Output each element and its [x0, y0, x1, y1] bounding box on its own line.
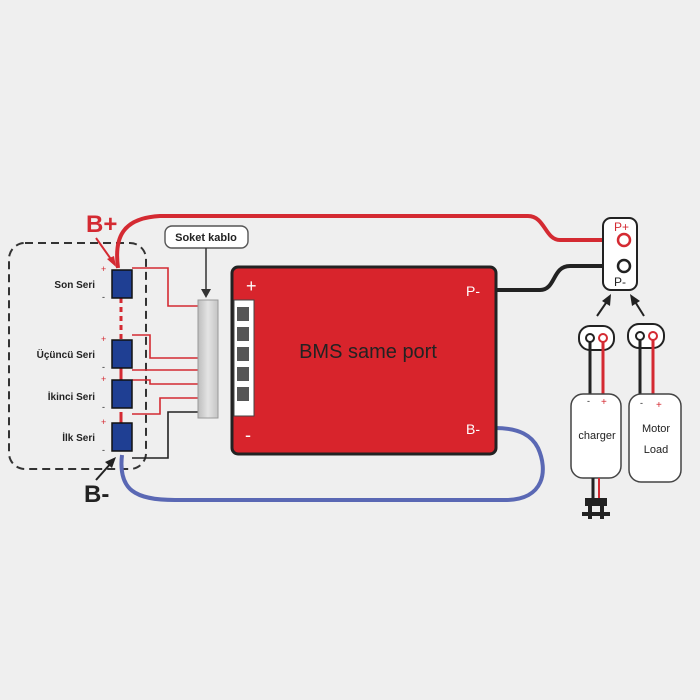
b-plus-label: B+ — [86, 211, 117, 238]
cell-minus: - — [102, 445, 105, 455]
cell-label: Son Seri — [54, 280, 95, 291]
battery-cell: + -Üçüncü Seri — [37, 334, 133, 372]
cell-label: Üçüncü Seri — [37, 348, 96, 361]
motor-port-arrowhead — [630, 294, 640, 306]
socket-connector — [197, 299, 219, 419]
charger-plug — [578, 325, 615, 351]
charger-label: charger — [578, 430, 616, 442]
port-p-minus-terminal — [616, 258, 632, 274]
port-p-plus-label: P+ — [614, 220, 629, 234]
port-p-minus-label: P- — [614, 275, 626, 289]
bms-balance-connector — [233, 299, 255, 417]
charger: - + charger — [570, 325, 622, 519]
bms-plus: + — [246, 276, 257, 296]
cell-body — [111, 422, 133, 452]
socket-arrowhead — [201, 289, 211, 298]
motor-label-line1: Motor — [642, 423, 670, 435]
motor-load: - + Motor Load — [627, 323, 682, 483]
cell-body — [111, 269, 133, 299]
p-minus-wire — [496, 264, 616, 292]
charger-port-arrowhead — [602, 294, 611, 306]
battery-cell: + -İkinci Seri — [48, 374, 133, 412]
charger-body — [570, 393, 622, 479]
bms-title: BMS same port — [299, 341, 437, 363]
motor-plug — [627, 323, 665, 349]
cell-plus: + — [101, 334, 106, 344]
motor-body — [628, 393, 682, 483]
socket-label: Soket kablo — [175, 232, 237, 244]
cell-minus: - — [102, 292, 105, 302]
cell-plus: + — [101, 417, 106, 427]
cell-body — [111, 339, 133, 369]
cell-label: İkinci Seri — [48, 390, 95, 403]
motor-plus: + — [656, 400, 662, 411]
cell-body — [111, 379, 133, 409]
port-p-plus-terminal — [616, 232, 632, 248]
battery-cells: +-Son Seri+-Üçüncü Seri+-İkinci Seri+-İl… — [37, 264, 133, 455]
charger-mains-plug — [585, 498, 607, 506]
motor-label-line2: Load — [644, 444, 668, 456]
b-plus-arrowhead — [107, 256, 116, 267]
cell-plus: + — [101, 264, 106, 274]
cell-label: İlk Seri — [62, 431, 95, 444]
cell-plus: + — [101, 374, 106, 384]
battery-pack-outline — [8, 242, 147, 470]
bms-board — [230, 265, 498, 456]
battery-cell: + -İlk Seri — [62, 417, 133, 455]
b-minus-wire — [119, 426, 545, 502]
charger-plus: + — [601, 397, 607, 408]
b-minus-label: B- — [84, 481, 109, 508]
bms-minus: - — [245, 425, 251, 445]
bms-p-minus: P- — [466, 283, 480, 299]
balance-wires — [132, 267, 200, 459]
charger-minus: - — [587, 396, 590, 406]
cell-minus: - — [102, 362, 105, 372]
bms-b-minus: B- — [466, 421, 480, 437]
b-plus-wire — [115, 214, 616, 269]
battery-cell: + -Son Seri — [54, 264, 133, 302]
motor-minus: - — [640, 398, 643, 408]
cell-minus: - — [102, 402, 105, 412]
b-minus-arrowhead — [105, 457, 116, 468]
